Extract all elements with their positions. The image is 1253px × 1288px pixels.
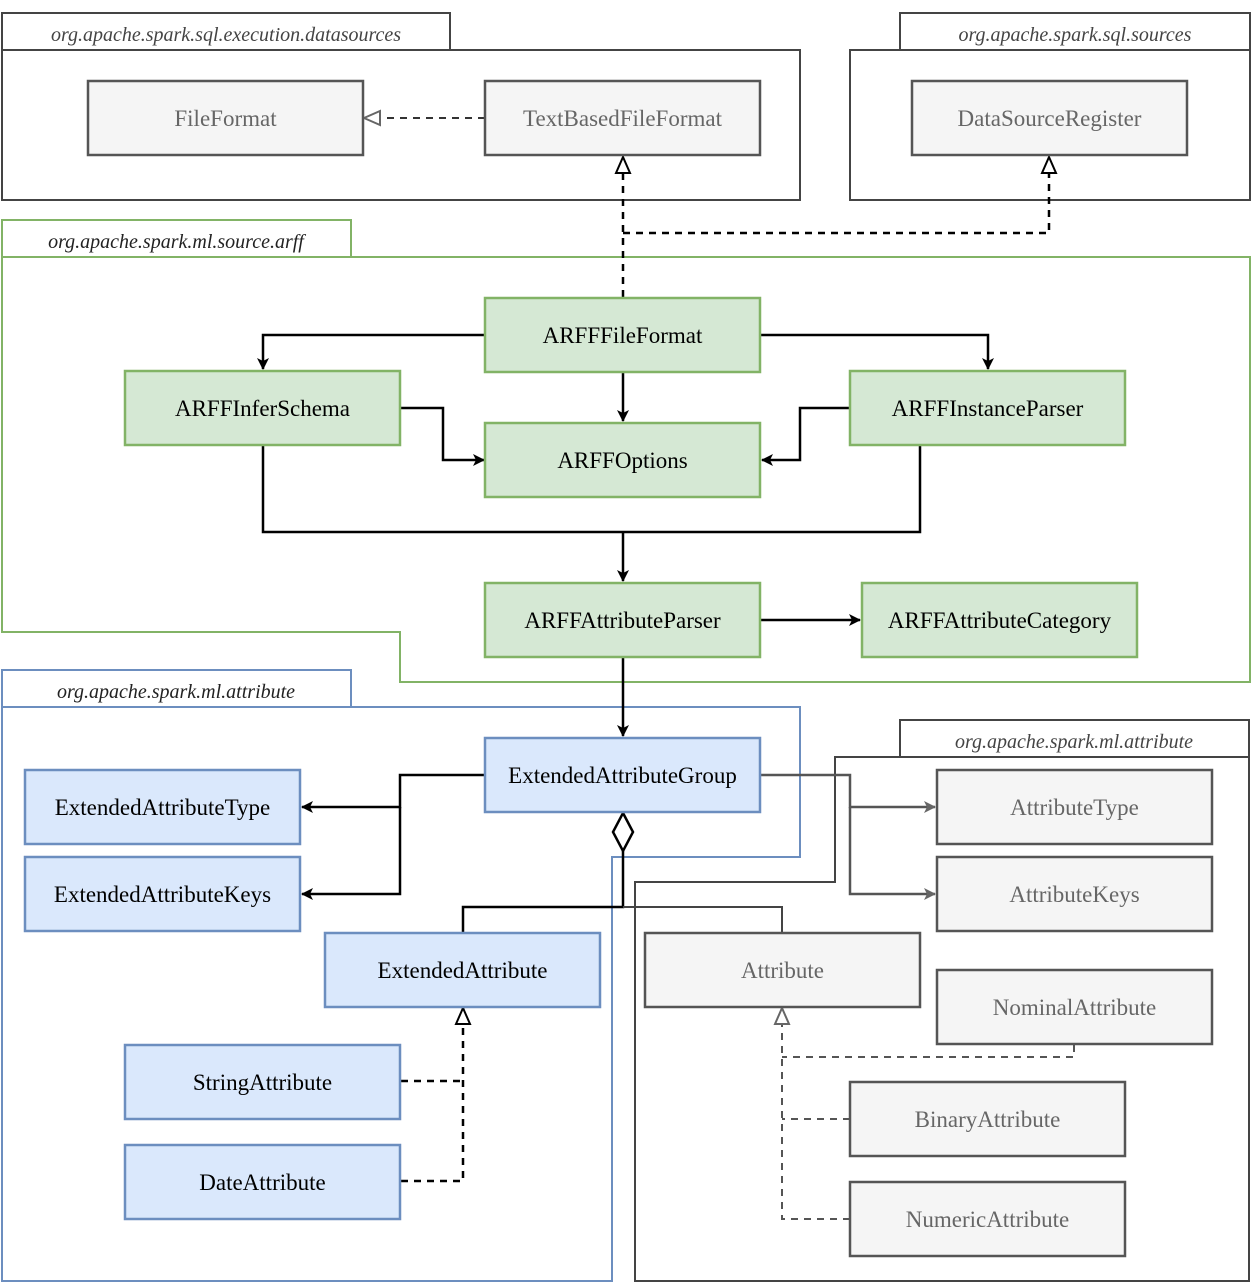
- class-arff-instance-parser: ARFFInstanceParser: [848, 369, 1127, 447]
- svg-text:FileFormat: FileFormat: [174, 106, 277, 131]
- package-label: org.apache.spark.sql.sources: [959, 24, 1192, 46]
- package-ml-attribute: org.apache.spark.ml.attribute: [634, 719, 1250, 1282]
- class-attribute-type: AttributeType: [935, 768, 1214, 846]
- realization-arrow: [401, 1008, 463, 1183]
- realization-line: [782, 1045, 1075, 1058]
- package-label: org.apache.spark.ml.attribute: [955, 731, 1193, 753]
- svg-text:ARFFFileFormat: ARFFFileFormat: [543, 323, 703, 348]
- class-arff-infer-schema: ARFFInferSchema: [123, 369, 402, 447]
- svg-text:NominalAttribute: NominalAttribute: [993, 995, 1157, 1020]
- svg-text:ARFFInferSchema: ARFFInferSchema: [175, 396, 350, 421]
- svg-text:ExtendedAttributeType: ExtendedAttributeType: [55, 795, 271, 820]
- association-arrow: [761, 406, 850, 466]
- class-arff-attribute-parser: ARFFAttributeParser: [483, 581, 762, 659]
- association-arrow: [761, 773, 936, 813]
- svg-text:BinaryAttribute: BinaryAttribute: [915, 1107, 1061, 1132]
- svg-text:ARFFInstanceParser: ARFFInstanceParser: [892, 396, 1084, 421]
- aggregation-diamond: [611, 810, 635, 854]
- class-text-based-file-format: TextBasedFileFormat: [483, 79, 762, 157]
- association-arrow: [401, 406, 485, 466]
- package-label: org.apache.spark.ml.source.arff: [48, 231, 306, 253]
- class-nominal-attribute: NominalAttribute: [935, 968, 1214, 1046]
- class-arff-file-format: ARFFFileFormat: [483, 296, 762, 374]
- association-line: [261, 446, 922, 534]
- connectors: [257, 118, 1075, 1220]
- svg-text:StringAttribute: StringAttribute: [193, 1070, 332, 1095]
- svg-text:NumericAttribute: NumericAttribute: [906, 1207, 1070, 1232]
- svg-text:ExtendedAttributeGroup: ExtendedAttributeGroup: [508, 763, 737, 788]
- class-attribute: Attribute: [643, 931, 922, 1009]
- package-sql-execution-datasources: org.apache.spark.sql.execution.datasourc…: [1, 12, 801, 201]
- association-arrow: [257, 333, 485, 370]
- association-arrow: [301, 773, 485, 813]
- class-data-source-register: DataSourceRegister: [910, 79, 1189, 157]
- class-attribute-keys: AttributeKeys: [935, 855, 1214, 933]
- class-extended-attribute-group: ExtendedAttributeGroup: [483, 736, 762, 814]
- association-arrow: [761, 333, 994, 370]
- svg-text:AttributeType: AttributeType: [1010, 795, 1139, 820]
- svg-text:TextBasedFileFormat: TextBasedFileFormat: [523, 106, 723, 131]
- association-arrow: [301, 807, 402, 900]
- package-label: org.apache.spark.sql.execution.datasourc…: [51, 24, 401, 46]
- package-ml-attribute-extended: org.apache.spark.ml.attribute: [1, 669, 801, 1282]
- class-string-attribute: StringAttribute: [123, 1043, 402, 1121]
- svg-text:ExtendedAttributeKeys: ExtendedAttributeKeys: [54, 882, 271, 907]
- svg-text:ARFFOptions: ARFFOptions: [557, 448, 687, 473]
- svg-text:ARFFAttributeCategory: ARFFAttributeCategory: [888, 608, 1112, 633]
- class-file-format: FileFormat: [86, 79, 365, 157]
- realization-arrow: [782, 1008, 850, 1220]
- svg-text:DataSourceRegister: DataSourceRegister: [958, 106, 1142, 131]
- class-arff-attribute-category: ARFFAttributeCategory: [860, 581, 1139, 659]
- package-ml-source-arff: org.apache.spark.ml.source.arff: [1, 219, 1251, 683]
- svg-text:DateAttribute: DateAttribute: [199, 1170, 325, 1195]
- class-binary-attribute: BinaryAttribute: [848, 1080, 1127, 1158]
- class-date-attribute: DateAttribute: [123, 1143, 402, 1221]
- package-label: org.apache.spark.ml.attribute: [57, 681, 295, 703]
- class-numeric-attribute: NumericAttribute: [848, 1180, 1127, 1258]
- svg-text:AttributeKeys: AttributeKeys: [1009, 882, 1139, 907]
- package-sql-sources: org.apache.spark.sql.sources: [849, 12, 1251, 201]
- class-extended-attribute-keys: ExtendedAttributeKeys: [23, 855, 302, 933]
- association-arrow: [848, 807, 936, 900]
- aggregation-line: [623, 906, 783, 932]
- realization-arrow: [623, 157, 1049, 235]
- svg-text:ExtendedAttribute: ExtendedAttribute: [378, 958, 548, 983]
- svg-text:ARFFAttributeParser: ARFFAttributeParser: [524, 608, 721, 633]
- class-extended-attribute-type: ExtendedAttributeType: [23, 768, 302, 846]
- class-extended-attribute: ExtendedAttribute: [323, 931, 602, 1009]
- class-arff-options: ARFFOptions: [483, 421, 762, 499]
- svg-text:Attribute: Attribute: [741, 958, 824, 983]
- aggregation-line: [461, 851, 625, 932]
